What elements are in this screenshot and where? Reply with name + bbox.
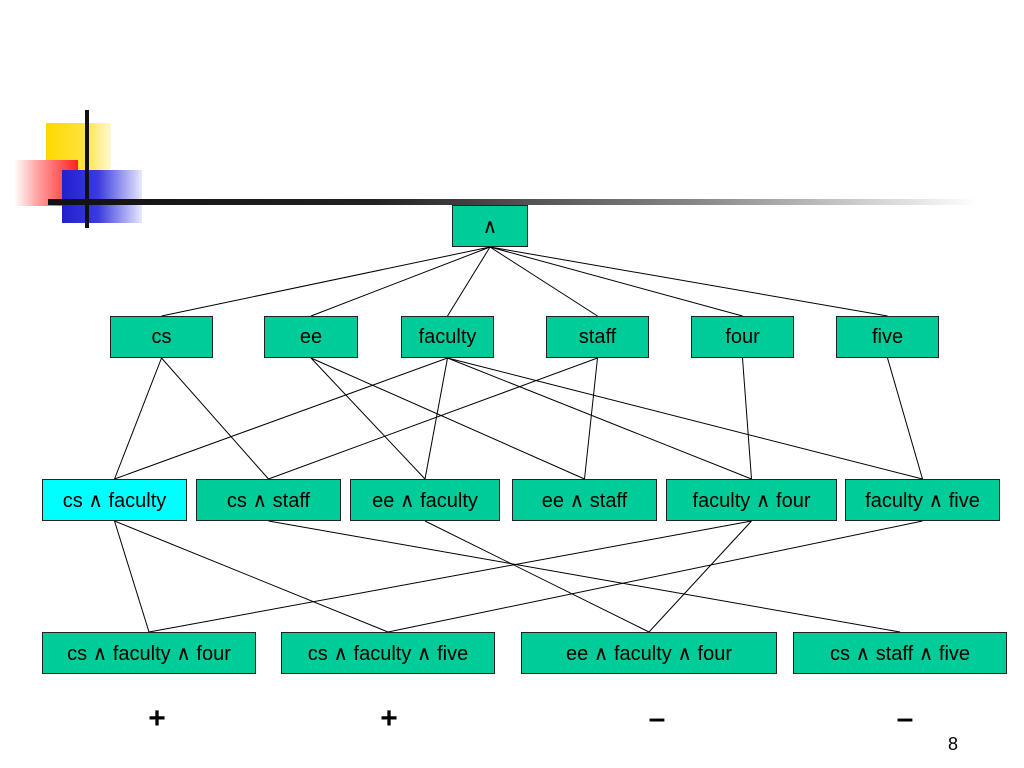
node-cs-staff-five: cs ∧ staff ∧ five [793, 632, 1007, 674]
edge-five-to-faculty_five [887, 357, 923, 480]
edge-ee-to-ee_staff [310, 357, 585, 480]
edge-root-to-four [489, 246, 743, 317]
edge-faculty-to-ee_faculty [424, 357, 448, 480]
node-cs-faculty: cs ∧ faculty [42, 479, 187, 521]
edge-root-to-staff [489, 246, 598, 317]
node-cs-staff: cs ∧ staff [196, 479, 341, 521]
node-ee-faculty-four: ee ∧ faculty ∧ four [521, 632, 777, 674]
sign-ee-faculty-four: – [648, 702, 666, 735]
node-cs: cs [110, 316, 213, 358]
page-number: 8 [948, 734, 959, 754]
node-cs-faculty-four: cs ∧ faculty ∧ four [42, 632, 256, 674]
decor-blue-square [62, 170, 142, 223]
node-faculty-four: faculty ∧ four [666, 479, 837, 521]
title-underline-rule [48, 199, 978, 205]
edge-faculty-to-faculty_five [447, 357, 923, 480]
edge-faculty_five-to-cs_faculty_five [387, 520, 923, 633]
sign-cs-staff-five: – [896, 702, 914, 735]
edge-staff-to-ee_staff [584, 357, 598, 480]
sign-cs-faculty-five: + [380, 702, 398, 735]
node-root: ∧ [452, 205, 528, 247]
sign-cs-faculty-four: + [148, 702, 166, 735]
edge-faculty-to-faculty_four [447, 357, 752, 480]
node-ee: ee [264, 316, 358, 358]
node-faculty: faculty [401, 316, 494, 358]
edge-cs_faculty-to-cs_faculty_four [114, 520, 150, 633]
edge-four-to-faculty_four [742, 357, 752, 480]
node-faculty-five: faculty ∧ five [845, 479, 1000, 521]
edge-cs_staff-to-cs_staff_five [268, 520, 901, 633]
node-ee-faculty: ee ∧ faculty [350, 479, 500, 521]
edge-ee-to-ee_faculty [310, 357, 426, 480]
node-cs-faculty-five: cs ∧ faculty ∧ five [281, 632, 495, 674]
node-four: four [691, 316, 794, 358]
edge-cs-to-cs_faculty [114, 357, 162, 480]
edge-root-to-ee [310, 246, 491, 317]
edge-root-to-cs [161, 246, 491, 317]
edge-faculty-to-cs_faculty [114, 357, 448, 480]
node-ee-staff: ee ∧ staff [512, 479, 657, 521]
edge-ee_faculty-to-ee_faculty_four [424, 520, 650, 633]
edge-root-to-faculty [447, 246, 491, 317]
edge-faculty_four-to-ee_faculty_four [648, 520, 752, 633]
edge-faculty_four-to-cs_faculty_four [148, 520, 752, 633]
edge-cs-to-cs_staff [161, 357, 269, 480]
node-five: five [836, 316, 939, 358]
decor-vertical-line [85, 110, 89, 228]
edge-root-to-five [489, 246, 888, 317]
node-staff: staff [546, 316, 649, 358]
edge-staff-to-cs_staff [268, 357, 598, 480]
edge-cs_faculty-to-cs_faculty_five [114, 520, 389, 633]
